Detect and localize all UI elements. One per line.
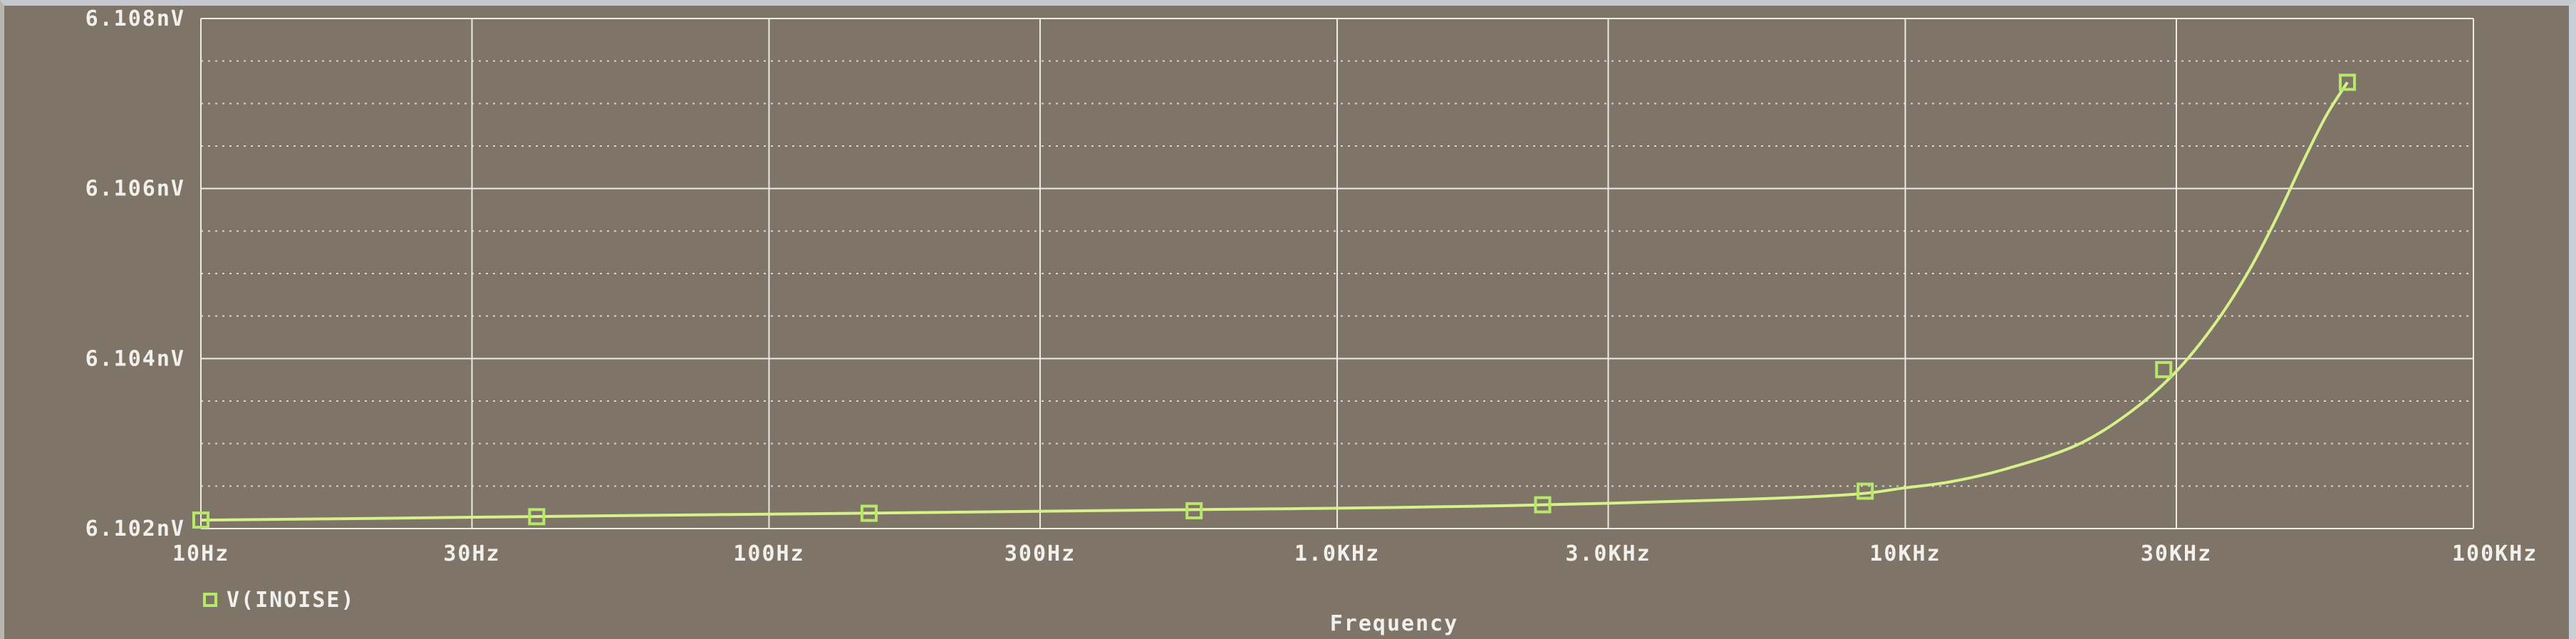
data-point-marker bbox=[860, 504, 878, 522]
data-point-marker bbox=[2155, 360, 2173, 378]
x-tick-label: 3.0KHz bbox=[1565, 541, 1651, 566]
data-point-marker bbox=[192, 511, 209, 529]
data-point-marker bbox=[528, 508, 546, 526]
data-point-marker bbox=[1856, 482, 1874, 500]
data-point-marker bbox=[2339, 73, 2357, 91]
data-point-marker bbox=[1185, 502, 1203, 519]
y-tick-label: 6.108nV bbox=[85, 6, 185, 31]
x-axis-label: Frequency bbox=[1330, 611, 1459, 636]
x-tick-label: 30KHz bbox=[2141, 541, 2212, 566]
y-tick-label: 6.104nV bbox=[85, 346, 185, 371]
y-tick-label: 6.106nV bbox=[85, 177, 185, 202]
x-tick-label: 100KHz bbox=[2452, 541, 2538, 566]
major-grid bbox=[200, 18, 2474, 529]
series-line-v-inoise bbox=[200, 81, 2349, 522]
y-tick-labels: 6.102nV 6.104nV 6.106nV 6.108nV bbox=[85, 6, 185, 541]
x-tick-labels: 10Hz 30Hz 100Hz 300Hz 1.0KHz 3.0KHz 10KHz 30KHz… bbox=[172, 541, 2538, 566]
x-tick-label: 10Hz bbox=[172, 541, 229, 566]
x-tick-label: 1.0KHz bbox=[1294, 541, 1380, 566]
legend-marker-square-icon bbox=[203, 593, 217, 607]
legend: V(INOISE) bbox=[203, 588, 355, 613]
y-tick-label: 6.102nV bbox=[85, 516, 185, 541]
data-point-marker bbox=[1534, 496, 1552, 514]
minor-grid bbox=[201, 60, 2473, 487]
legend-entry-v-inoise: V(INOISE) bbox=[227, 588, 355, 613]
x-tick-label: 30Hz bbox=[443, 541, 500, 566]
series-markers-v-inoise bbox=[192, 73, 2357, 529]
x-tick-label: 100Hz bbox=[733, 541, 804, 566]
x-tick-label: 10KHz bbox=[1869, 541, 1941, 566]
x-tick-label: 300Hz bbox=[1004, 541, 1076, 566]
